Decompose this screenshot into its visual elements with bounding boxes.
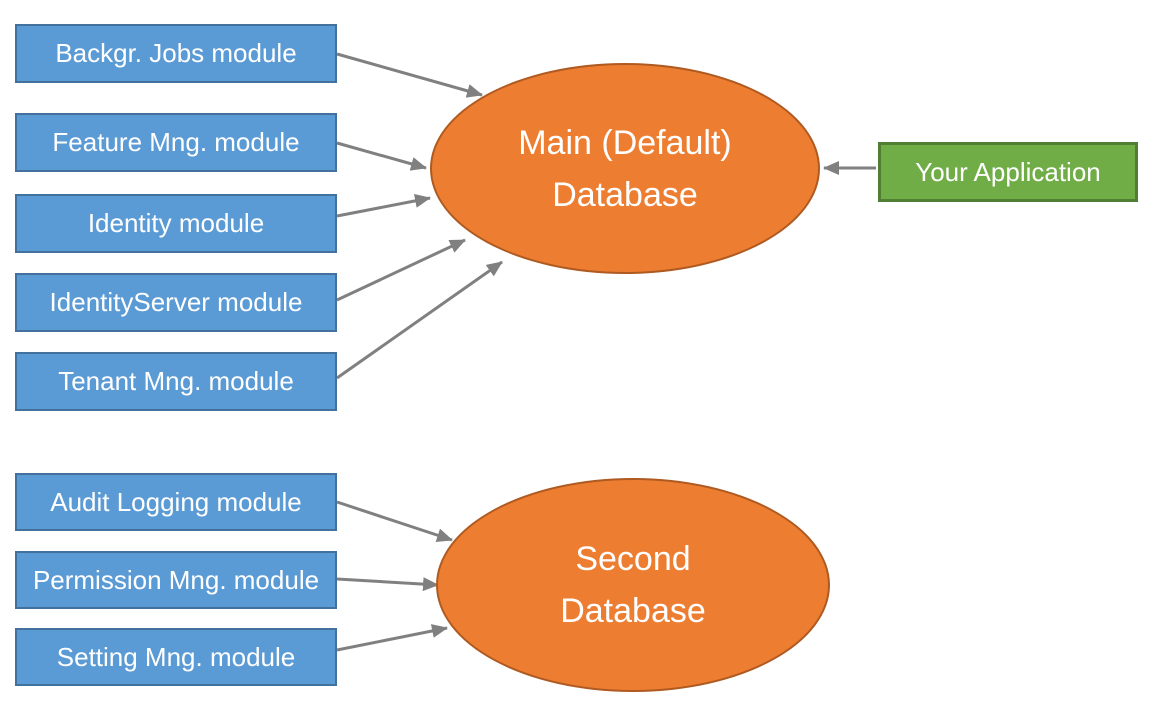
node-identity-module: Identity module bbox=[15, 194, 337, 253]
node-label-line: Second bbox=[575, 540, 691, 578]
node-identityserver-module: IdentityServer module bbox=[15, 273, 337, 332]
node-tenant-mng-module: Tenant Mng. module bbox=[15, 352, 337, 411]
arrow-setting-mng-to-second-db bbox=[336, 624, 448, 652]
node-label-line: Database bbox=[552, 175, 698, 214]
node-label: IdentityServer module bbox=[49, 287, 303, 317]
node-label-line: Database bbox=[560, 592, 706, 630]
arrow-feature-mng-to-main-db bbox=[336, 141, 427, 171]
node-second-database: Second Database bbox=[436, 478, 830, 692]
node-backgr-jobs-module: Backgr. Jobs module bbox=[15, 24, 337, 83]
node-your-application: Your Application bbox=[878, 142, 1138, 202]
node-label: Backgr. Jobs module bbox=[55, 38, 297, 68]
arrow-audit-logging-to-second-db bbox=[336, 500, 453, 542]
node-label-line: Main (Default) bbox=[518, 123, 732, 162]
arrow-tenant-mng-to-main-db bbox=[336, 260, 503, 380]
node-label: Tenant Mng. module bbox=[58, 366, 294, 396]
node-feature-mng-module: Feature Mng. module bbox=[15, 113, 337, 172]
node-label: Feature Mng. module bbox=[52, 127, 300, 157]
node-label: Setting Mng. module bbox=[56, 641, 296, 672]
arrow-identity-to-main-db bbox=[336, 193, 431, 218]
arrow-backgr-jobs-to-main-db bbox=[336, 52, 483, 98]
node-label: Your Application bbox=[915, 156, 1101, 187]
node-audit-logging-module: Audit Logging module bbox=[15, 473, 337, 531]
node-main-database: Main (Default) Database bbox=[430, 63, 820, 274]
arrow-identityserver-to-main-db bbox=[336, 238, 466, 302]
arrow-permission-mng-to-second-db bbox=[336, 577, 439, 592]
node-label: Identity module bbox=[87, 208, 265, 238]
node-permission-mng-module: Permission Mng. module bbox=[15, 551, 337, 609]
node-setting-mng-module: Setting Mng. module bbox=[15, 628, 337, 686]
node-label: Audit Logging module bbox=[50, 486, 302, 517]
node-label: Permission Mng. module bbox=[32, 564, 320, 595]
